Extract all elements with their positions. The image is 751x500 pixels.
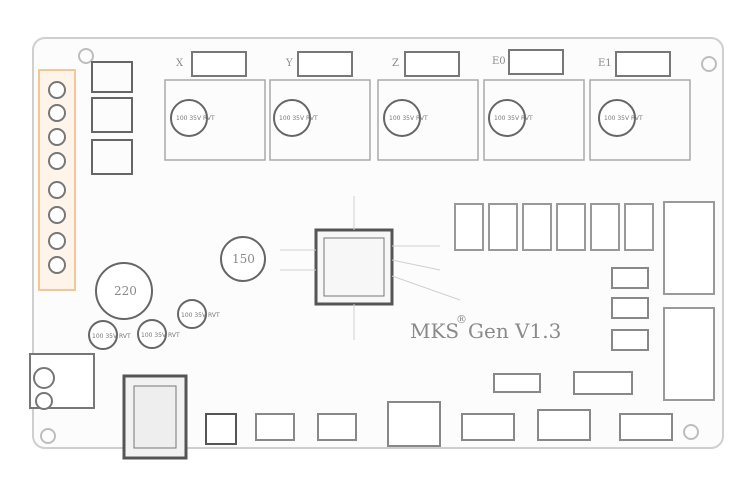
stepper-connectors xyxy=(191,49,671,77)
capacitor-label-1: 100 35V RVT xyxy=(176,115,215,122)
trace-lines xyxy=(280,196,461,340)
driver-labels: X Y Z E0 E1 xyxy=(176,56,612,69)
right-connectors xyxy=(611,267,649,351)
driver-sockets xyxy=(164,79,691,161)
registered-mark: ® xyxy=(456,313,467,326)
board-branding: MKS ® Gen V1.3 xyxy=(410,313,561,343)
left-cap-label-3: 100 35V RVT xyxy=(181,312,220,319)
mcu-chip xyxy=(314,228,394,306)
inductors xyxy=(95,236,266,320)
bottom-headers xyxy=(255,371,673,447)
capacitor-labels: 100 35V RVT 100 35V RVT 100 35V RVT 100 … xyxy=(176,115,643,122)
inductor-label-2: 220 xyxy=(114,284,137,298)
model-text: Gen V1.3 xyxy=(468,319,561,343)
left-cap-label-1: 100 35V RVT xyxy=(92,333,131,340)
left-capacitor-labels: 100 35V RVT 100 35V RVT 100 35V RVT xyxy=(92,312,220,340)
inductor-label-1: 150 xyxy=(232,252,255,266)
capacitor-label-3: 100 35V RVT xyxy=(389,115,428,122)
mosfets xyxy=(91,61,133,175)
driver-label-e1: E1 xyxy=(598,58,612,69)
capacitor-label-5: 100 35V RVT xyxy=(604,115,643,122)
capacitor-label-4: 100 35V RVT xyxy=(494,115,533,122)
brand-text: MKS xyxy=(410,319,459,343)
power-terminal-block xyxy=(38,69,76,291)
driver-label-x: X xyxy=(176,58,184,69)
driver-label-e0: E0 xyxy=(492,56,506,67)
left-cap-label-2: 100 35V RVT xyxy=(141,332,180,339)
left-capacitors xyxy=(88,299,207,350)
mounting-holes xyxy=(40,48,717,444)
capacitor-label-2: 100 35V RVT xyxy=(279,115,318,122)
dc-jack xyxy=(29,353,95,410)
exp-headers xyxy=(663,201,715,401)
driver-capacitors xyxy=(170,99,636,137)
driver-label-y: Y xyxy=(285,58,293,69)
usb-connector xyxy=(122,374,188,460)
reset-button xyxy=(205,413,237,445)
endstop-headers xyxy=(454,203,654,251)
driver-label-z: Z xyxy=(392,58,399,69)
